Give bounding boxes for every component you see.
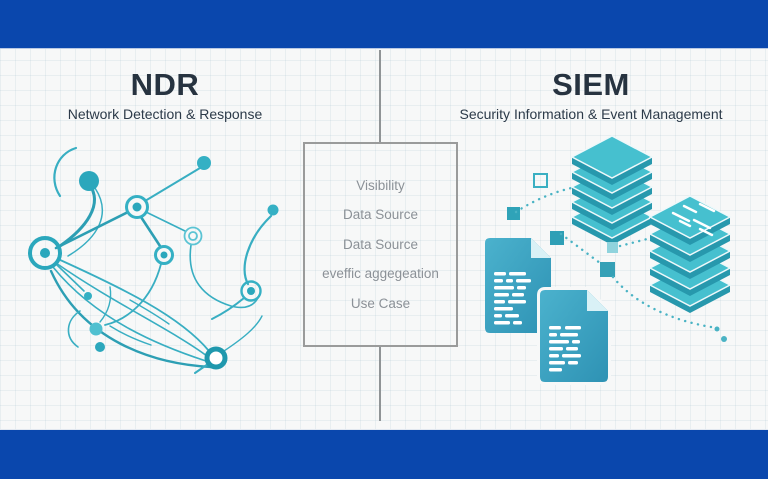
layer-stack-icon: [648, 195, 732, 313]
filled-square-icon: [550, 231, 564, 245]
layer-text-marks: [671, 202, 716, 237]
small-dot-icon: [84, 292, 92, 300]
hub-ring-icon: [28, 236, 62, 270]
criteria-item: Use Case: [350, 295, 411, 311]
siem-title: SIEM: [552, 67, 630, 102]
ndr-subtitle: Network Detection & Response: [67, 106, 263, 122]
ndr-header: NDR Network Detection & Response: [5, 67, 325, 123]
thick-ring-node-icon: [204, 346, 228, 370]
folded-corner: [531, 238, 551, 258]
siem-subtitle: Security Information & Event Management: [459, 106, 723, 122]
bottom-banner-bar: [0, 430, 768, 479]
document-text-lines: [494, 272, 531, 325]
network-graph-illustration: [28, 146, 279, 374]
log-document-icon: [537, 287, 611, 385]
comparison-criteria-box: Visibility Data Source Data Source eveff…: [303, 142, 458, 347]
network-node-icons: [28, 156, 279, 370]
criteria-item: Data Source: [342, 236, 419, 252]
double-ring-node-icon: [183, 226, 203, 246]
layer-stack-icon: [570, 135, 654, 245]
data-block-icons: [507, 173, 618, 277]
document-text-lines: [549, 326, 581, 372]
folded-corner: [587, 290, 608, 311]
criteria-item: Visibility: [356, 177, 405, 193]
small-dot-icon: [95, 342, 105, 352]
filled-node-icon: [79, 171, 99, 191]
center-divider-upper: [379, 50, 381, 142]
center-divider-lower: [379, 347, 381, 421]
log-document-icon: [485, 238, 551, 333]
ring-node-icon: [240, 280, 262, 302]
criteria-item: eveffic aggegeation: [322, 266, 439, 282]
dotted-connectors: [514, 185, 713, 329]
outlined-square-icon: [533, 173, 548, 188]
satellite-dot-icon: [267, 204, 279, 216]
filled-square-icon: [600, 262, 615, 277]
siem-header: SIEM Security Information & Event Manage…: [431, 67, 751, 123]
ndr-title: NDR: [130, 67, 200, 102]
log-stacks-illustration: [485, 135, 732, 385]
satellite-dot-icon: [197, 156, 211, 170]
top-banner-bar: [0, 0, 768, 48]
small-dot-icon: [89, 322, 103, 336]
criteria-item: Data Source: [342, 207, 419, 223]
filled-square-icon: [607, 242, 618, 253]
filled-square-icon: [507, 207, 520, 220]
labeled-top-layer: [648, 195, 732, 245]
